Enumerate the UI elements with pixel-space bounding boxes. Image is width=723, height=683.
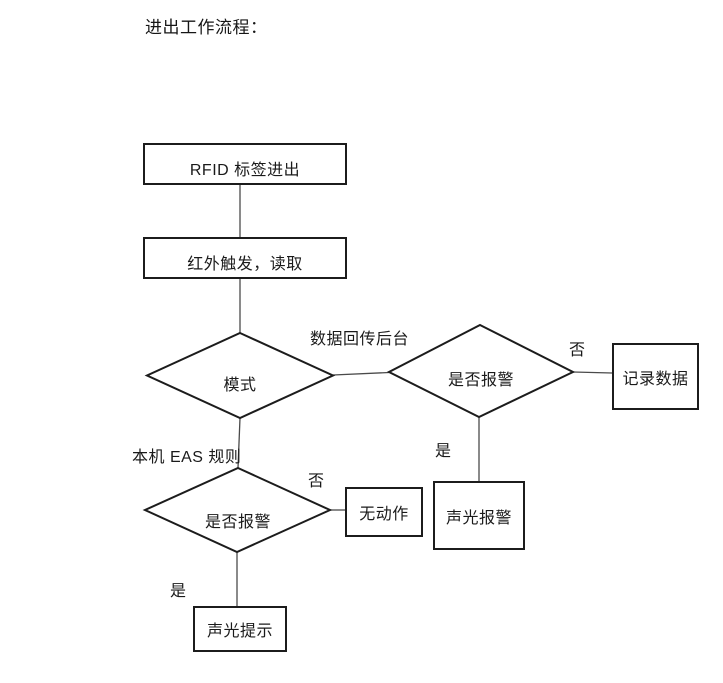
page-title: 进出工作流程： [145, 18, 268, 37]
connector-mode-to-alarm-left [237, 417, 241, 469]
edge-label-data-to-backend: 数据回传后台 [310, 331, 410, 348]
node-record-data: 记录数据 [612, 343, 699, 410]
edge-label-local-eas-rule: 本机 EAS 规则 [132, 449, 242, 466]
edge-label-yes-right: 是 [435, 443, 452, 460]
edge-label-no-left: 否 [308, 473, 325, 490]
decision-diamond-alarm-left [142, 466, 333, 554]
node-infrared-trigger-read: 红外触发，读取 [143, 237, 347, 279]
connector-alarm-right-to-record [572, 371, 613, 374]
decision-diamond-alarm-right [386, 323, 576, 419]
node-rfid-tag-entry: RFID 标签进出 [143, 143, 347, 185]
node-no-action: 无动作 [345, 487, 423, 537]
decision-label-mode: 模式 [223, 377, 257, 394]
decision-label-alarm-right: 是否报警 [447, 372, 514, 389]
edge-label-yes-left: 是 [170, 583, 187, 600]
edge-label-no-right: 否 [569, 342, 586, 359]
node-sound-light-alarm: 声光报警 [433, 481, 525, 550]
connector-mode-to-alarm-right [332, 371, 390, 376]
decision-diamond-mode [144, 331, 336, 420]
node-sound-light-prompt: 声光提示 [193, 606, 287, 652]
decision-label-alarm-left: 是否报警 [204, 514, 271, 531]
